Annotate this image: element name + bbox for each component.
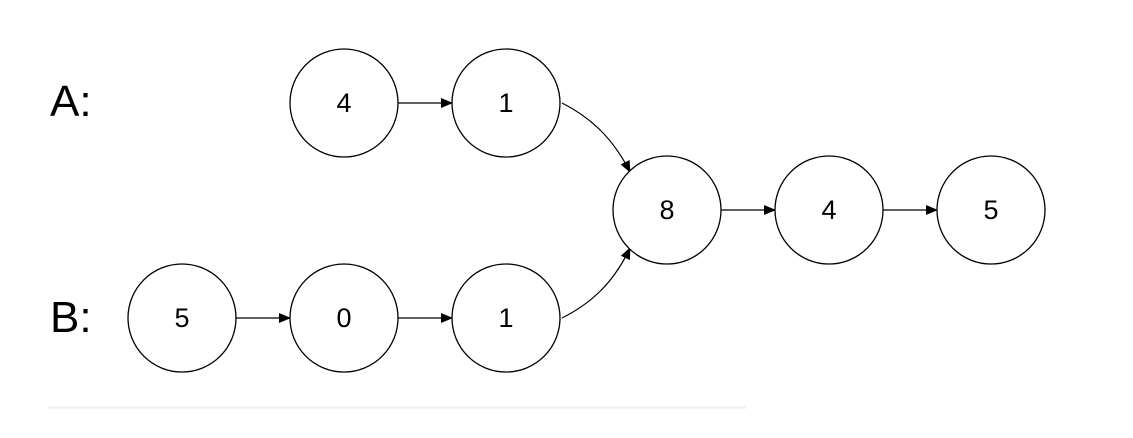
divider xyxy=(48,406,746,409)
list-node-b1: 5 xyxy=(127,263,237,373)
node-value: 0 xyxy=(336,303,351,333)
node-value: 1 xyxy=(498,88,513,118)
arrow-b3-to-c1 xyxy=(561,247,631,319)
node-circle xyxy=(451,48,561,158)
list-node-c2: 4 xyxy=(774,155,884,265)
node-circle xyxy=(289,48,399,158)
list-node-c3: 5 xyxy=(936,155,1046,265)
node-circle xyxy=(774,155,884,265)
list-node-a2: 1 xyxy=(451,48,561,158)
node-value: 1 xyxy=(498,303,513,333)
node-circle xyxy=(127,263,237,373)
arrow-a2-to-c1 xyxy=(561,102,631,173)
node-value: 4 xyxy=(821,195,836,225)
node-circle xyxy=(289,263,399,373)
node-circle xyxy=(936,155,1046,265)
node-value: 4 xyxy=(336,88,351,118)
node-value: 8 xyxy=(659,195,674,225)
list-node-a1: 4 xyxy=(289,48,399,158)
list-node-b2: 0 xyxy=(289,263,399,373)
nodes-layer: 4 1 5 0 1 8 4 5 xyxy=(127,48,1046,373)
node-circle xyxy=(612,155,722,265)
node-value: 5 xyxy=(174,303,189,333)
list-node-b3: 1 xyxy=(451,263,561,373)
node-circle xyxy=(451,263,561,373)
list-node-c1: 8 xyxy=(612,155,722,265)
edges-layer xyxy=(236,98,938,323)
list-b-label: B: xyxy=(50,293,92,342)
node-value: 5 xyxy=(983,195,998,225)
list-a-label: A: xyxy=(50,77,92,126)
